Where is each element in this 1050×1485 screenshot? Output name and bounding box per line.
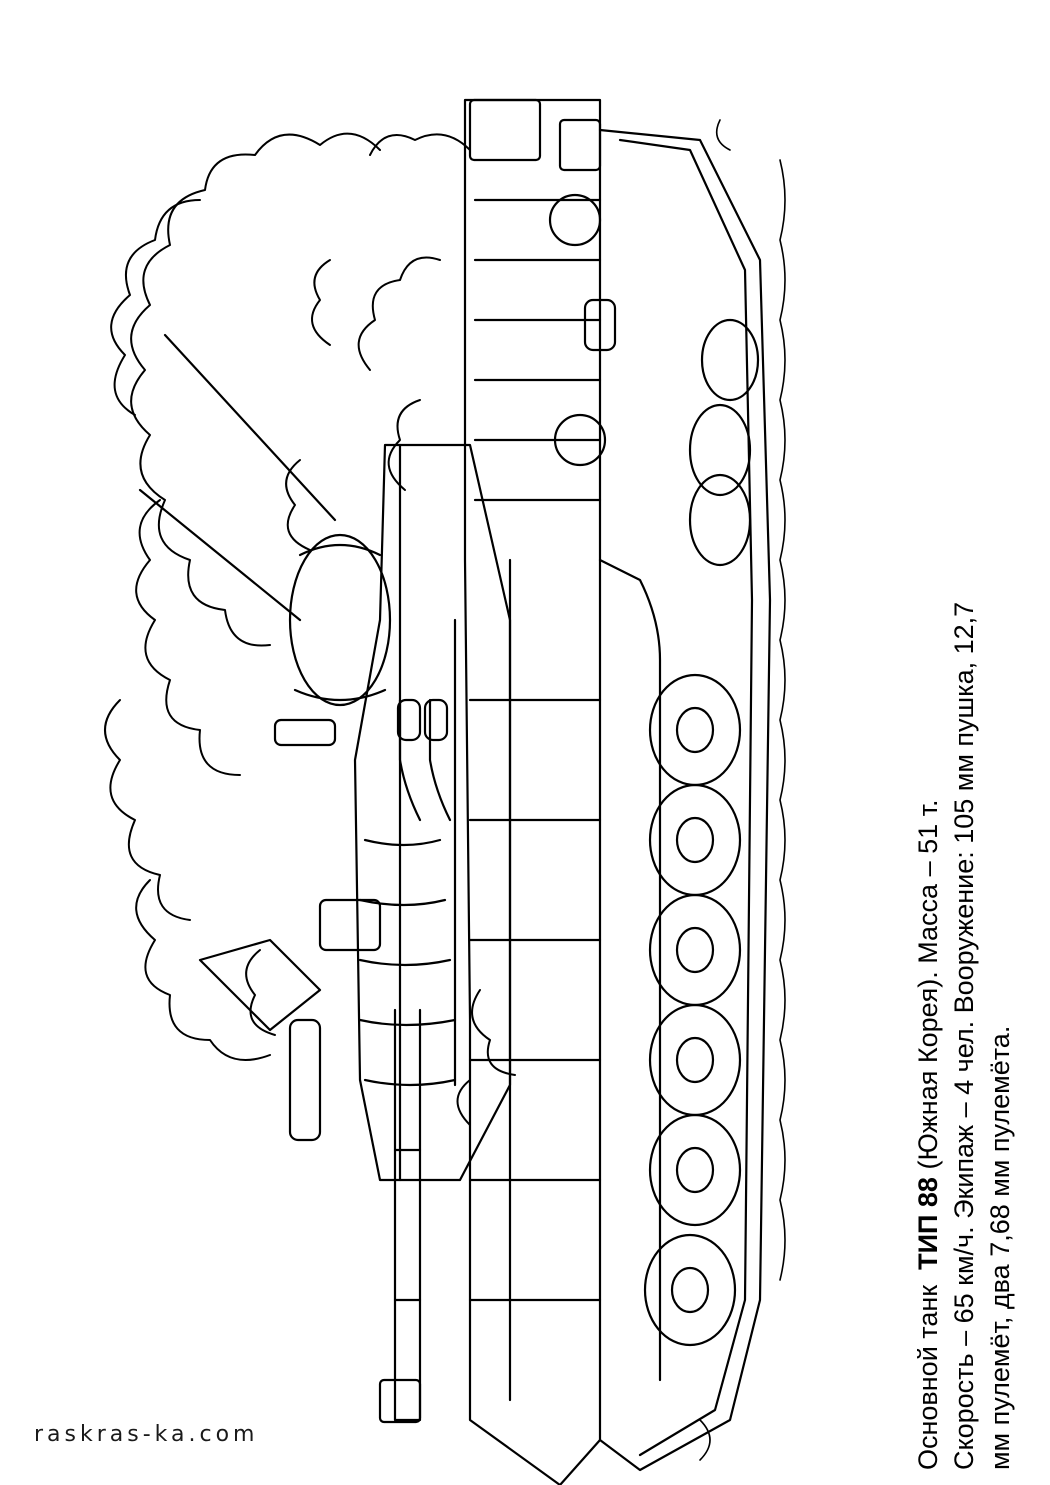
hull-outline xyxy=(463,98,617,1485)
tank-name: ТИП 88 xyxy=(913,1177,943,1270)
caption-suffix: (Южная Корея). Масса – 51 т. xyxy=(913,799,943,1170)
antenna-line xyxy=(138,488,302,622)
ground-grass xyxy=(699,119,786,1461)
trees-outline xyxy=(104,132,516,1126)
caption-line-3: мм пулемёт, два 7,68 мм пулемёта. xyxy=(985,1025,1015,1470)
commander-cupola xyxy=(198,533,392,1142)
caption-line-1: Основной танк ТИП 88 (Южная Корея). Масс… xyxy=(910,470,946,1471)
track-outline xyxy=(598,128,772,1472)
site-watermark: raskras-ka.com xyxy=(34,1422,259,1447)
tank-caption: Основной танк ТИП 88 (Южная Корея). Масс… xyxy=(910,470,1018,1470)
antenna-line xyxy=(163,333,337,522)
caption-line-2: Скорость – 65 км/ч. Экипаж – 4 чел. Воор… xyxy=(949,601,979,1470)
caption-prefix: Основной танк xyxy=(913,1284,943,1470)
road-wheels xyxy=(643,318,760,1347)
